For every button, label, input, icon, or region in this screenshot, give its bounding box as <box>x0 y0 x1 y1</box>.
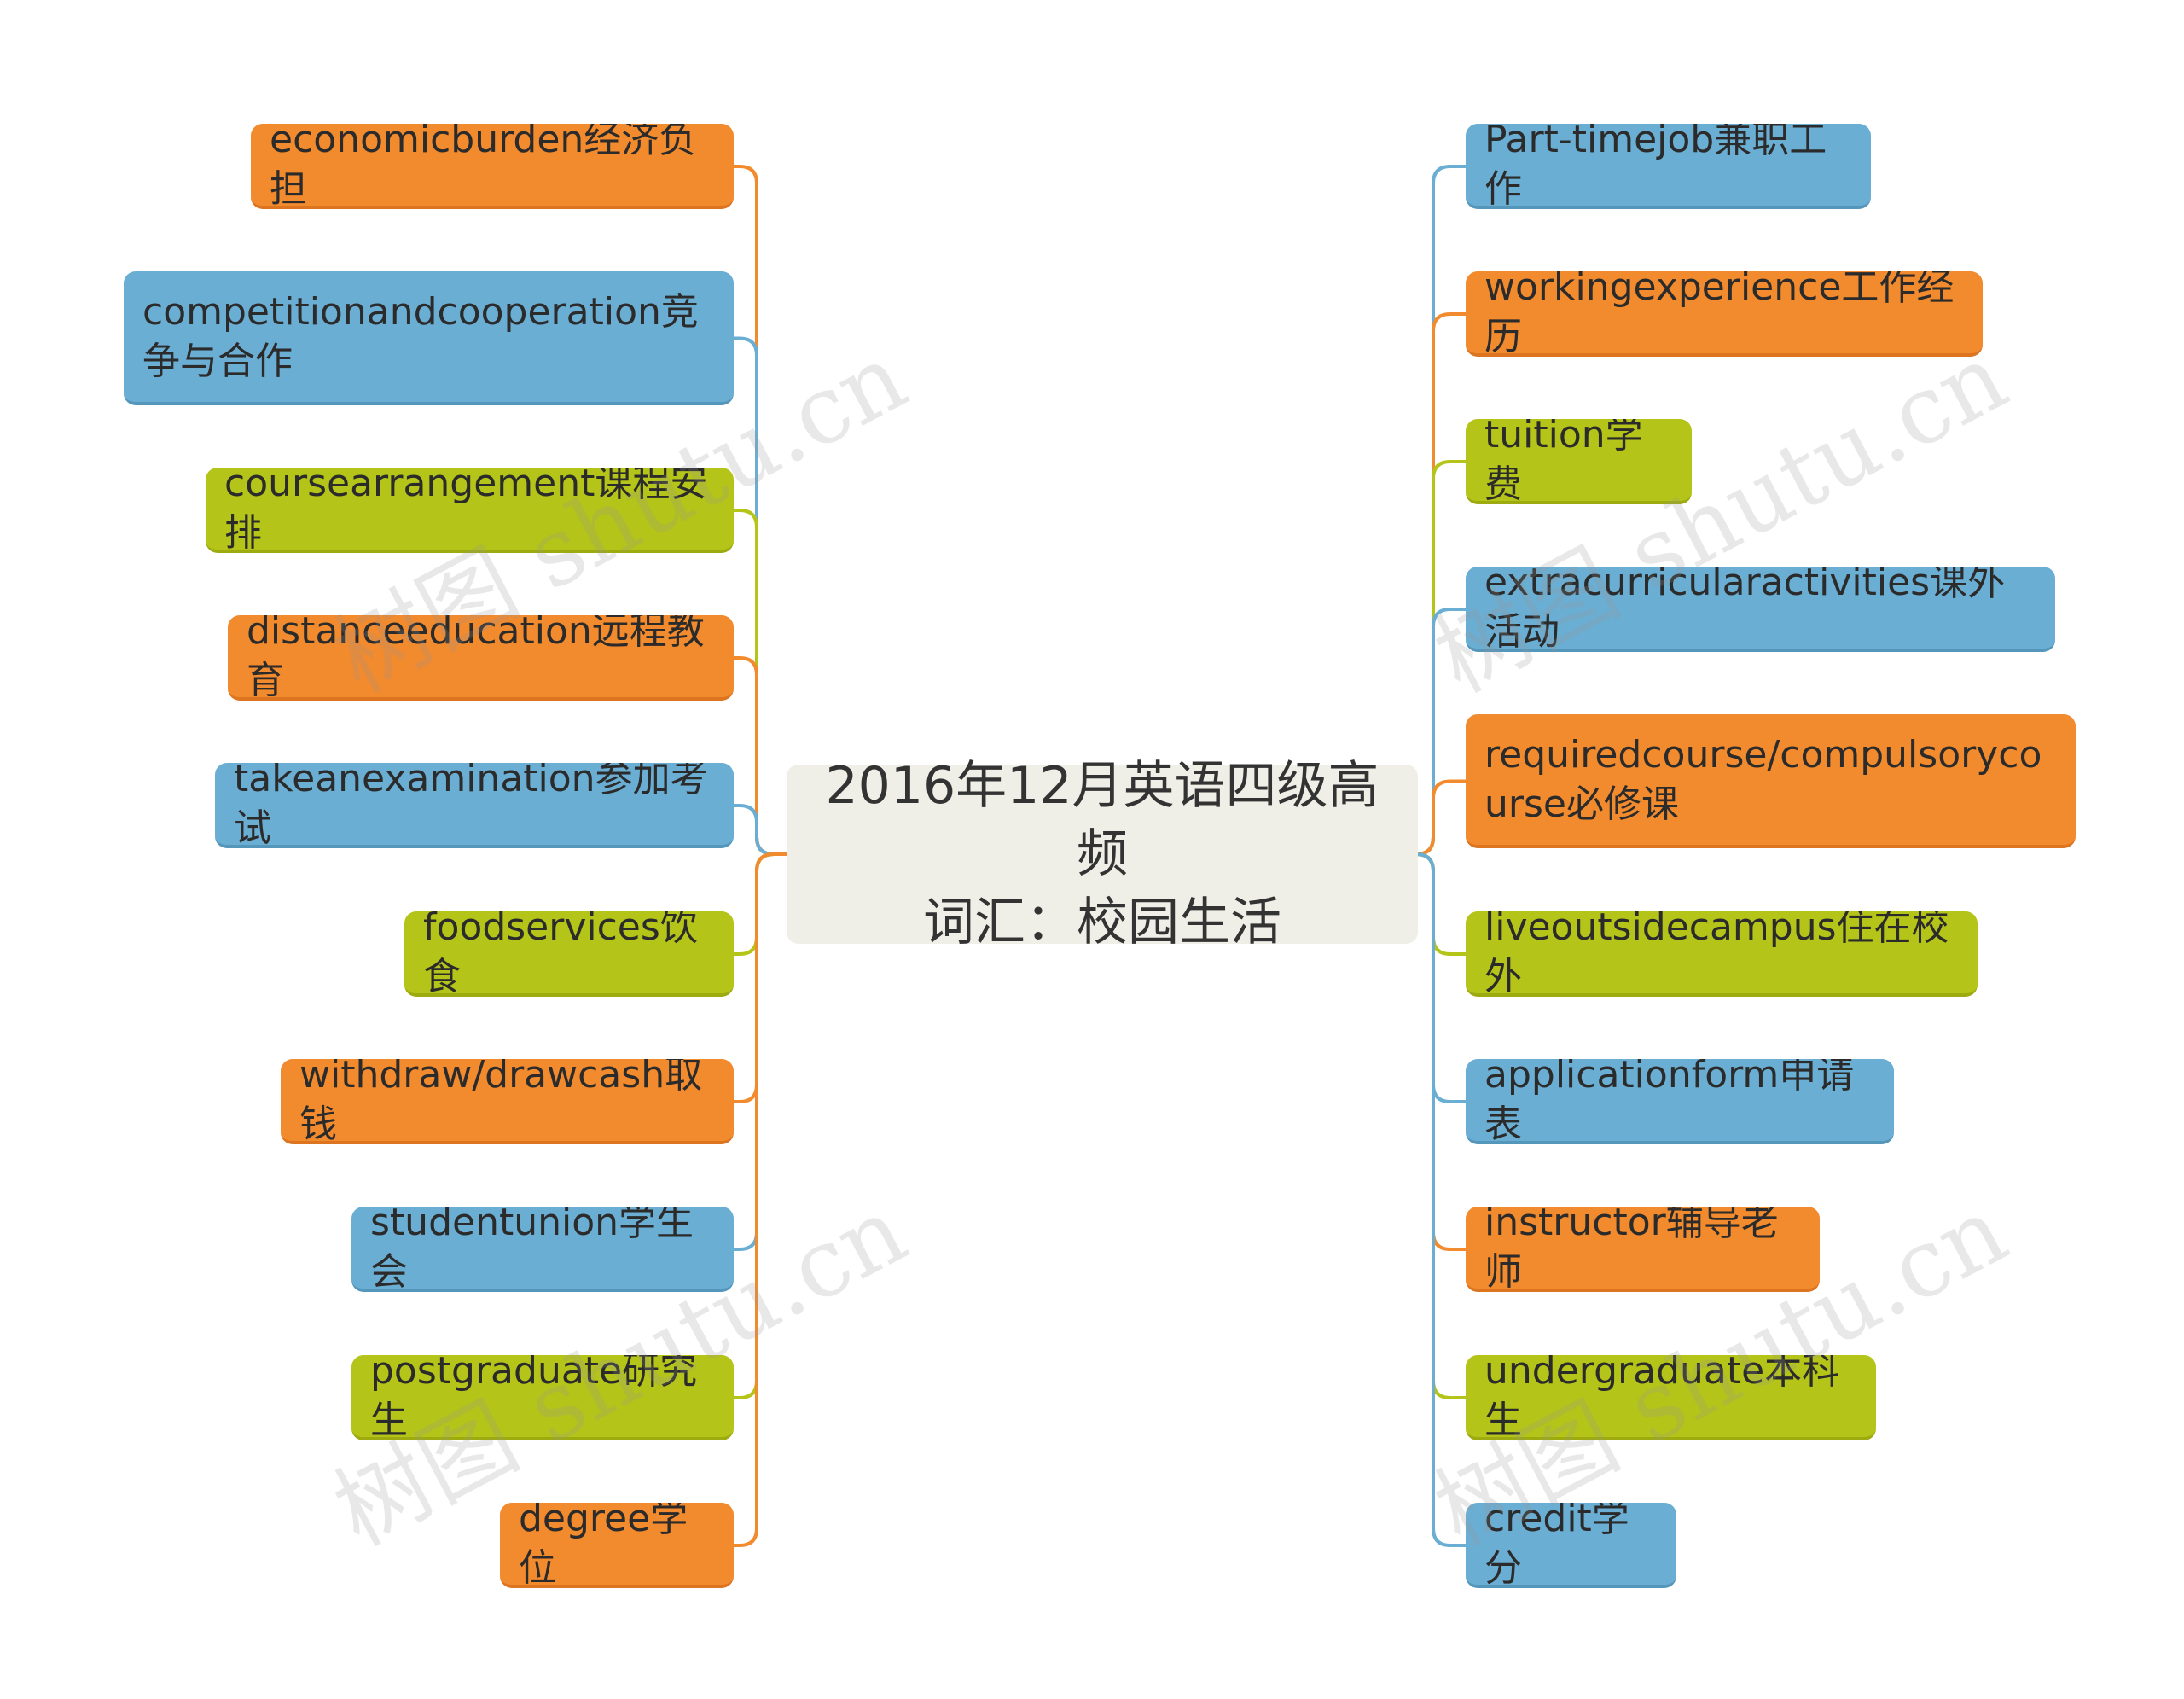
central-topic-line-2: 词汇：校园生活 <box>923 893 1281 952</box>
connector-left-6 <box>734 852 787 1103</box>
connector-left-4 <box>734 804 787 856</box>
central-topic[interactable]: 2016年12月英语四级高频 词汇：校园生活 <box>787 756 1418 952</box>
topic-course-arrangement[interactable]: coursearrangement课程安排 <box>206 468 734 553</box>
topic-food-services[interactable]: foodservices饮食 <box>404 911 734 997</box>
topic-label: liveoutsidecampus住在校外 <box>1484 911 1949 997</box>
topic-extracurricular-activities[interactable]: extracurricularactivities课外活动 <box>1466 567 2055 652</box>
connector-right-0 <box>1415 165 1466 856</box>
topic-label: requiredcourse/compulsorycourse必修课 <box>1484 732 2042 826</box>
connector-left-2 <box>734 509 787 856</box>
topic-postgraduate[interactable]: postgraduate研究生 <box>351 1355 734 1440</box>
topic-label: extracurricularactivities课外活动 <box>1484 567 2006 652</box>
topic-working-experience[interactable]: workingexperience工作经历 <box>1466 271 1983 357</box>
connector-right-7 <box>1415 852 1466 1251</box>
connector-right-6 <box>1415 852 1466 1103</box>
connector-right-9 <box>1415 852 1466 1547</box>
topic-label: undergraduate本科生 <box>1484 1355 1840 1440</box>
connector-right-5 <box>1415 852 1466 956</box>
topic-label: studentunion学生会 <box>370 1207 694 1292</box>
central-topic-line-1: 2016年12月英语四级高频 <box>825 756 1380 884</box>
topic-live-outside-campus[interactable]: liveoutsidecampus住在校外 <box>1466 911 1978 997</box>
topic-application-form[interactable]: applicationform申请表 <box>1466 1059 1894 1144</box>
topic-label: workingexperience工作经历 <box>1484 271 1955 357</box>
topic-label: tuition学费 <box>1484 419 1643 504</box>
topic-instructor[interactable]: instructor辅导老师 <box>1466 1207 1820 1292</box>
topic-label: coursearrangement课程安排 <box>224 468 708 553</box>
connector-left-5 <box>734 852 787 956</box>
connector-left-3 <box>734 656 787 856</box>
topic-label: instructor辅导老师 <box>1484 1207 1779 1292</box>
topic-label: applicationform申请表 <box>1484 1059 1855 1144</box>
topic-competition-and-cooperation[interactable]: competitionandcooperation竞争与合作 <box>124 271 734 405</box>
topic-label: economicburden经济负担 <box>270 124 697 209</box>
topic-label: credit学分 <box>1484 1503 1629 1588</box>
topic-label: competitionandcooperation竞争与合作 <box>142 289 699 383</box>
topic-label: Part-timejob兼职工作 <box>1484 124 1827 209</box>
connector-left-9 <box>734 852 787 1547</box>
topic-tuition[interactable]: tuition学费 <box>1466 419 1692 504</box>
topic-label: postgraduate研究生 <box>370 1355 698 1440</box>
topic-label: distanceeducation远程教育 <box>247 615 705 701</box>
connector-right-4 <box>1415 779 1466 856</box>
topic-label: foodservices饮食 <box>423 911 698 997</box>
topic-student-union[interactable]: studentunion学生会 <box>351 1207 734 1292</box>
connector-right-8 <box>1415 852 1466 1399</box>
topic-economic-burden[interactable]: economicburden经济负担 <box>251 124 734 209</box>
topic-required-course[interactable]: requiredcourse/compulsorycourse必修课 <box>1466 714 2076 848</box>
topic-degree[interactable]: degree学位 <box>500 1503 734 1588</box>
topic-part-time-job[interactable]: Part-timejob兼职工作 <box>1466 124 1871 209</box>
connector-left-7 <box>734 852 787 1251</box>
topic-label: degree学位 <box>519 1503 688 1588</box>
topic-withdraw-cash[interactable]: withdraw/drawcash取钱 <box>281 1059 734 1144</box>
topic-label: withdraw/drawcash取钱 <box>299 1059 703 1144</box>
topic-distance-education[interactable]: distanceeducation远程教育 <box>228 615 734 701</box>
topic-undergraduate[interactable]: undergraduate本科生 <box>1466 1355 1876 1440</box>
topic-credit[interactable]: credit学分 <box>1466 1503 1676 1588</box>
topic-label: takeanexamination参加考试 <box>234 763 708 848</box>
topic-take-an-examination[interactable]: takeanexamination参加考试 <box>215 763 734 848</box>
